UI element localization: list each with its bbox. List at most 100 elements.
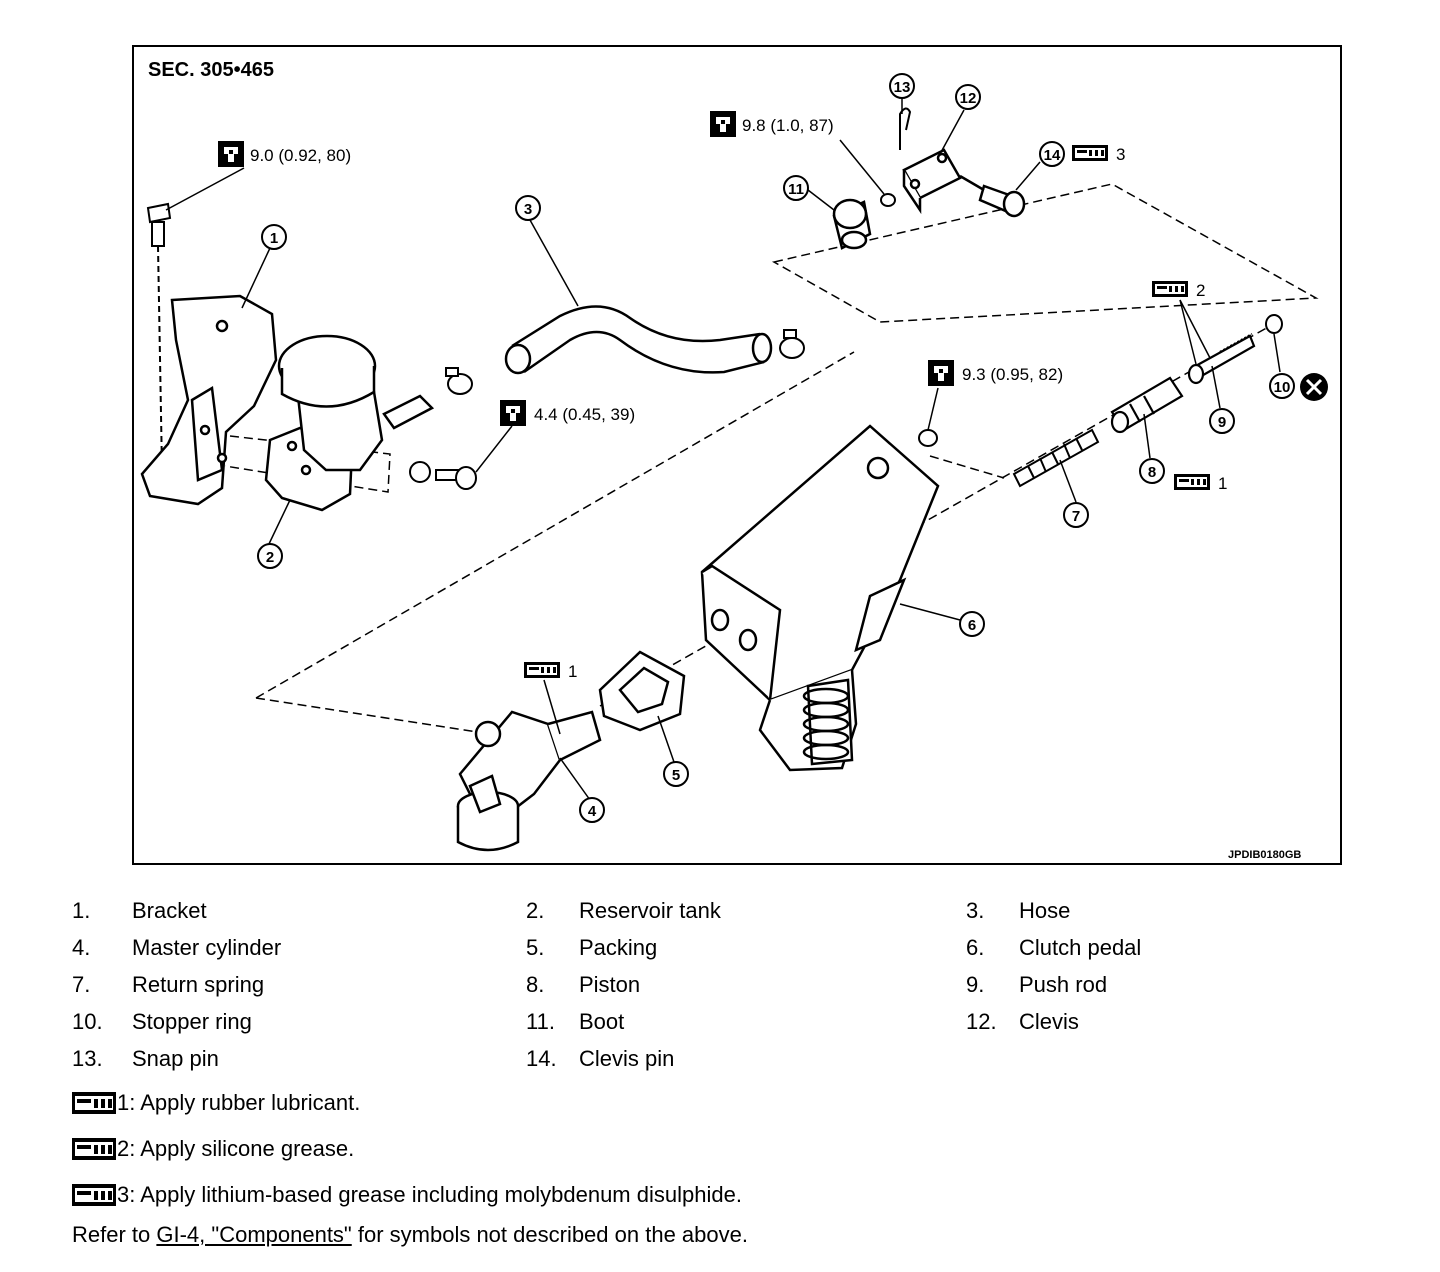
hose-clamp-right [779, 329, 805, 359]
svg-text:9.3 (0.95, 82): 9.3 (0.95, 82) [962, 365, 1063, 384]
svg-text:7: 7 [1072, 508, 1080, 525]
svg-text:12: 12 [960, 90, 977, 107]
legend-row: 13. Snap pin 14. Clevis pin [72, 1046, 1372, 1083]
part-number: 7. [72, 972, 91, 997]
legend-row: 1. Bracket 2. Reservoir tank 3. Hose [72, 898, 1372, 935]
exploded-view-diagram: SEC. 305•465 JPDIB0180GB [132, 45, 1342, 865]
callout-10: 10 [1269, 373, 1295, 399]
assembly-line-nut [929, 455, 1005, 479]
assembly-outline-clevis [771, 183, 1319, 323]
svg-text:4.4 (0.45, 39): 4.4 (0.45, 39) [534, 405, 635, 424]
reference-prefix: Refer to [72, 1222, 157, 1247]
svg-text:1: 1 [270, 230, 278, 247]
small-bolt [435, 466, 477, 490]
callout-9: 9 [1209, 408, 1235, 434]
part-number: 4. [72, 935, 91, 960]
svg-text:9.8 (1.0, 87): 9.8 (1.0, 87) [742, 116, 834, 135]
snap-pin-part [899, 107, 912, 150]
assembly-line-mc [255, 697, 485, 734]
lube-icon [72, 1138, 116, 1160]
do-not-reuse-icon [1300, 373, 1328, 401]
svg-text:1: 1 [568, 662, 577, 681]
mount-nut [918, 429, 938, 447]
torque-icon [218, 141, 244, 167]
svg-text:2: 2 [266, 549, 274, 566]
part-number: 11. [526, 1009, 555, 1034]
legend-row: 4. Master cylinder 5. Packing 6. Clutch … [72, 935, 1372, 972]
return-spring-part [1012, 428, 1100, 488]
callout-4: 4 [579, 797, 605, 823]
part-name: Snap pin [132, 1046, 219, 1071]
part-name: Clevis [1019, 1009, 1079, 1034]
callout-1: 1 [261, 224, 287, 250]
note-silicone-grease: 2: Apply silicone grease. [72, 1136, 742, 1182]
lube-icon [72, 1184, 116, 1206]
part-name: Return spring [132, 972, 265, 997]
note-text: 2: Apply silicone grease. [117, 1136, 355, 1161]
torque-spec-1: 9.0 (0.92, 80) [218, 141, 351, 167]
callout-8: 8 [1139, 458, 1165, 484]
stopper-ring-part [1265, 314, 1283, 334]
part-number: 1. [72, 898, 91, 923]
svg-text:13: 13 [894, 79, 911, 96]
gi4-components-link[interactable]: GI-4, "Components" [156, 1222, 352, 1247]
long-bolt [146, 202, 172, 471]
torque-spec-3: 4.4 (0.45, 39) [500, 400, 635, 426]
part-name: Reservoir tank [579, 898, 721, 923]
note-text: 1: Apply rubber lubricant. [117, 1090, 361, 1115]
callouts: 1 2 3 4 5 6 7 8 9 10 11 12 13 14 [257, 73, 1295, 823]
svg-text:4: 4 [588, 803, 597, 820]
part-name: Clevis pin [579, 1046, 675, 1071]
lube-mark-3: 3 [1072, 145, 1125, 164]
master-cylinder-part [456, 710, 602, 852]
parts-legend: 1. Bracket 2. Reservoir tank 3. Hose 4. … [72, 898, 1372, 1083]
legend-row: 10. Stopper ring 11. Boot 12. Clevis [72, 1009, 1372, 1046]
lube-icon [1152, 281, 1188, 297]
legend-row: 7. Return spring 8. Piston 9. Push rod [72, 972, 1372, 1009]
note-rubber-lubricant: 1: Apply rubber lubricant. [72, 1090, 742, 1136]
clevis-part [902, 148, 962, 215]
svg-text:10: 10 [1274, 379, 1291, 396]
lock-nut [880, 193, 896, 207]
callout-5: 5 [663, 761, 689, 787]
torque-icon [710, 111, 736, 137]
note-lithium-grease: 3: Apply lithium-based grease including … [72, 1182, 742, 1228]
section-label: SEC. 305•465 [148, 59, 274, 81]
piston-part [1110, 376, 1184, 434]
svg-text:8: 8 [1148, 464, 1156, 481]
lube-icon [1174, 474, 1210, 490]
lube-icon [72, 1092, 116, 1114]
svg-text:3: 3 [524, 201, 532, 218]
image-code: JPDIB0180GB [1228, 849, 1301, 861]
svg-text:5: 5 [672, 767, 680, 784]
svg-text:9.0 (0.92, 80): 9.0 (0.92, 80) [250, 146, 351, 165]
callout-13: 13 [889, 73, 915, 99]
note-text: 3: Apply lithium-based grease including … [117, 1182, 742, 1207]
reservoir-tank-part [264, 334, 435, 512]
part-number: 10. [72, 1009, 103, 1034]
part-name: Clutch pedal [1019, 935, 1142, 960]
hose-part [504, 305, 773, 375]
clutch-pedal-part [700, 424, 940, 772]
callout-12: 12 [955, 84, 981, 110]
part-number: 13. [72, 1046, 103, 1071]
lube-mark-1a: 1 [1174, 474, 1227, 493]
part-name: Stopper ring [132, 1009, 252, 1034]
svg-text:1: 1 [1218, 474, 1227, 493]
svg-text:2: 2 [1196, 281, 1205, 300]
callout-14: 14 [1039, 141, 1065, 167]
svg-text:3: 3 [1116, 145, 1125, 164]
callout-6: 6 [959, 611, 985, 637]
hose-clamp-left [445, 367, 473, 395]
part-name: Push rod [1019, 972, 1108, 997]
lube-mark-2: 2 [1152, 281, 1205, 300]
assembly-line-hose [255, 351, 855, 699]
part-number: 5. [526, 935, 545, 960]
diagram-frame [132, 45, 1342, 865]
part-number: 2. [526, 898, 545, 923]
part-number: 3. [966, 898, 985, 923]
boot-part [832, 198, 872, 250]
torque-spec-2: 9.8 (1.0, 87) [710, 111, 834, 137]
part-name: Packing [579, 935, 658, 960]
part-name: Piston [579, 972, 641, 997]
